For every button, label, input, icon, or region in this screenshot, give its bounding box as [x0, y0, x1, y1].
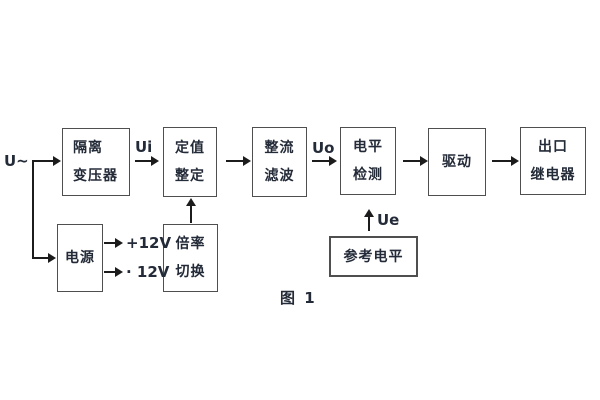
- arrow-reference-to-level: [364, 209, 374, 231]
- block-line: 电源: [65, 250, 95, 266]
- block-multiplier-switch: 倍率 切换: [163, 224, 218, 292]
- connector-input-branch-line: [32, 160, 34, 259]
- block-line: 驱动: [442, 154, 472, 170]
- arrow-level-to-drive: [403, 156, 428, 166]
- figure-caption: 图 1: [280, 289, 317, 307]
- label-ui: Ui: [135, 138, 153, 156]
- block-line: 定值: [175, 140, 205, 156]
- arrow-rectifier-to-level: [312, 156, 337, 166]
- block-line: 参考电平: [343, 248, 404, 265]
- block-line: 整定: [175, 168, 205, 184]
- block-isolation-transformer: 隔离 变压器: [62, 128, 130, 196]
- arrow-drive-to-relay: [492, 156, 519, 166]
- arrow-setting-to-rectifier: [226, 156, 251, 166]
- block-line: 出口: [538, 139, 568, 155]
- block-setting: 定值 整定: [163, 127, 217, 197]
- block-line: 整流: [264, 140, 295, 156]
- block-line: 继电器: [530, 167, 576, 183]
- label-plus-12v: +12V: [126, 234, 172, 252]
- block-line: 切换: [175, 264, 206, 280]
- arrow-isolation-to-setting: [135, 156, 159, 166]
- arrow-power-minus12: [104, 267, 123, 277]
- arrow-input-to-isolation: [33, 156, 61, 166]
- block-drive: 驱动: [428, 128, 486, 196]
- block-rectifier-filter: 整流 滤波: [252, 127, 307, 197]
- label-input-voltage: U~: [4, 152, 29, 170]
- block-line: 倍率: [175, 236, 206, 252]
- block-line: 检测: [353, 167, 383, 183]
- arrow-multiplier-to-setting: [186, 198, 196, 223]
- block-power-supply: 电源: [57, 224, 103, 292]
- arrow-input-to-power: [33, 253, 56, 263]
- label-uo: Uo: [312, 139, 335, 157]
- block-line: 变压器: [73, 168, 118, 184]
- block-reference-level: 参考电平: [329, 236, 418, 277]
- block-line: 滤波: [264, 168, 295, 184]
- label-minus-12v: · 12V: [126, 263, 170, 281]
- block-output-relay: 出口 继电器: [520, 127, 586, 195]
- block-level-detection: 电平 检测: [340, 127, 396, 195]
- arrow-power-plus12: [104, 238, 123, 248]
- label-ue: Ue: [377, 211, 400, 229]
- block-line: 电平: [353, 139, 383, 155]
- block-line: 隔离: [73, 140, 103, 156]
